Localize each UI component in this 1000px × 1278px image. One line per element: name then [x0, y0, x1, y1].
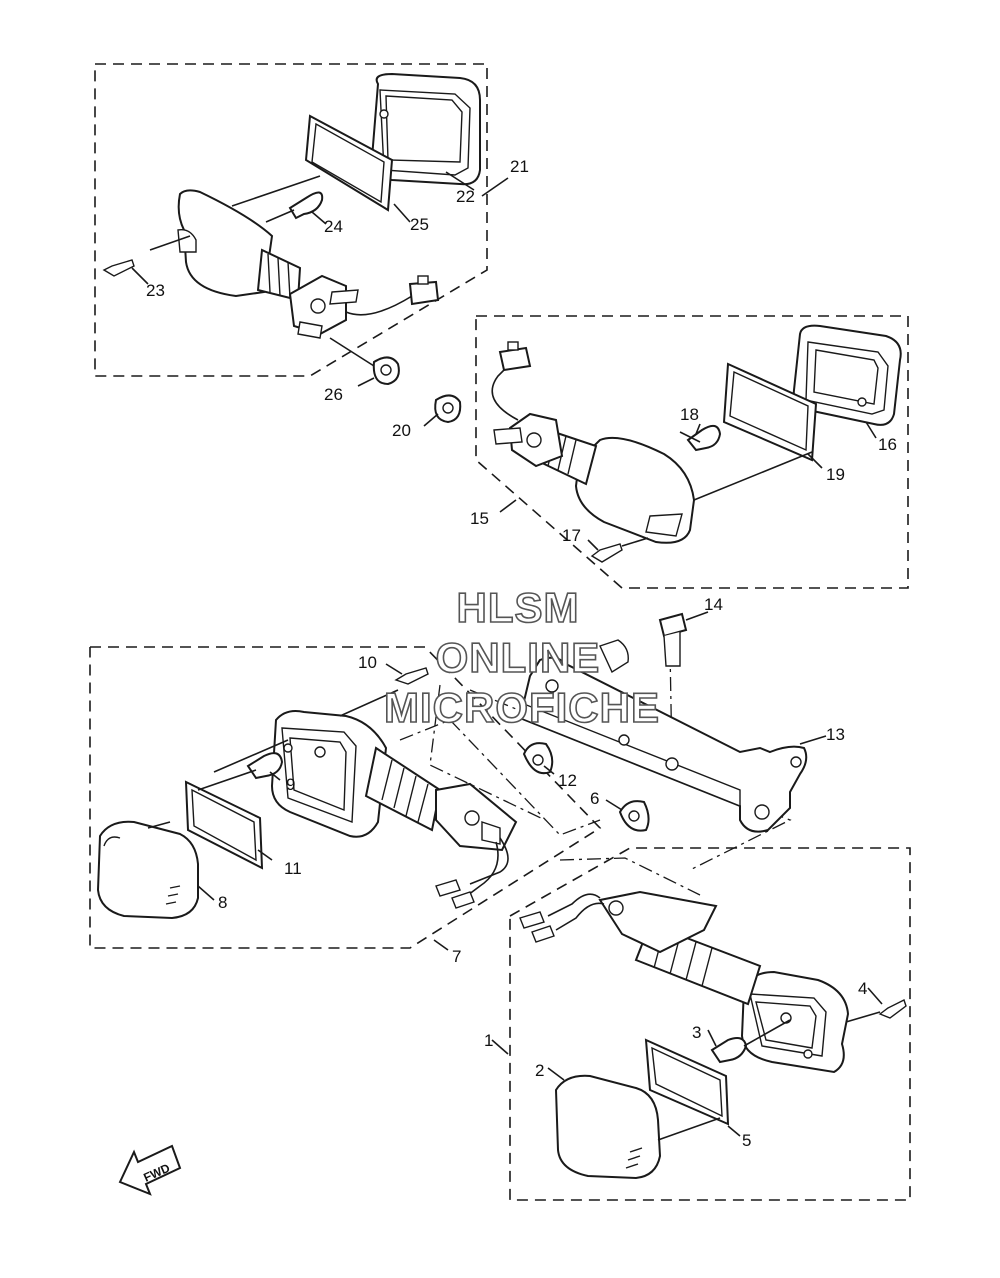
- flasher-assembly-lower-right: [519, 890, 907, 1180]
- callout-11: 11: [284, 859, 302, 878]
- flasher-assembly-upper-left: [102, 72, 481, 386]
- boundary-group-15: [475, 315, 909, 589]
- callout-15: 15: [470, 509, 489, 528]
- watermark-line-2: ONLINE: [436, 634, 601, 681]
- leader-lines: [131, 171, 883, 1137]
- callout-10: 10: [358, 653, 377, 672]
- bulb-part-18: [686, 424, 722, 452]
- callout-13: 13: [826, 725, 845, 744]
- callout-19: 19: [826, 465, 845, 484]
- bolt-part-14: [658, 612, 688, 638]
- callout-3: 3: [692, 1023, 701, 1042]
- callout-1: 1: [484, 1031, 493, 1050]
- flasher-assembly-upper-right: [434, 324, 902, 563]
- callout-18: 18: [680, 405, 699, 424]
- callout-9: 9: [286, 775, 295, 794]
- callout-8: 8: [218, 893, 227, 912]
- callout-17: 17: [562, 526, 581, 545]
- callout-20: 20: [392, 421, 411, 440]
- boundary-group-7: [89, 646, 602, 949]
- callout-24: 24: [324, 217, 343, 236]
- bulb-part-3: [710, 1037, 748, 1064]
- screw-part-23: [102, 259, 135, 277]
- callout-2: 2: [535, 1061, 544, 1080]
- bulb-part-9: [246, 752, 284, 780]
- group-boundaries: [89, 63, 911, 1201]
- callout-6: 6: [590, 789, 599, 808]
- callout-numbers: 1 2 3 4 5 6 7 8 9 10 11 12 13 14 15 16 1…: [146, 157, 897, 1150]
- boundary-group-21: [94, 63, 488, 377]
- callout-26: 26: [324, 385, 343, 404]
- callout-7: 7: [452, 947, 461, 966]
- callout-21: 21: [510, 157, 529, 176]
- screw-part-4: [878, 999, 907, 1019]
- callout-23: 23: [146, 281, 165, 300]
- callout-16: 16: [878, 435, 897, 454]
- forward-direction-arrow: FWD: [118, 1144, 182, 1196]
- screw-part-10: [394, 667, 429, 685]
- bulb-part-24: [288, 191, 324, 220]
- callout-12: 12: [558, 771, 577, 790]
- flasher-assembly-lower-left: [96, 689, 518, 920]
- callout-4: 4: [858, 979, 867, 998]
- lens-part-2: [554, 1074, 662, 1180]
- boundary-group-1: [509, 847, 911, 1201]
- watermark: HLSM ONLINE MICROFICHE: [383, 583, 660, 732]
- callout-14: 14: [704, 595, 723, 614]
- watermark-line-3: MICROFICHE: [384, 684, 660, 731]
- mounting-bracket-13: [394, 612, 808, 833]
- screw-part-17: [590, 543, 623, 563]
- lens-part-8: [96, 820, 199, 920]
- watermark-line-1: HLSM: [457, 584, 580, 631]
- callout-22: 22: [456, 187, 475, 206]
- callout-5: 5: [742, 1131, 751, 1150]
- callout-25: 25: [410, 215, 429, 234]
